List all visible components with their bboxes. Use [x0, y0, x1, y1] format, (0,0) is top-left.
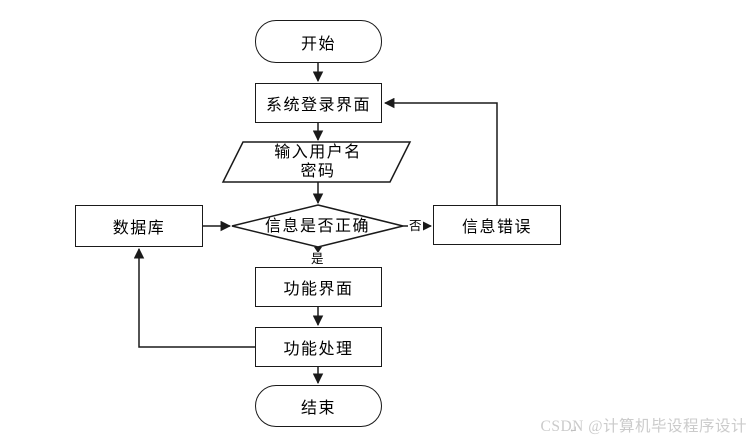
node-login-screen: 系统登录界面: [255, 83, 382, 123]
node-input-credentials-line2: 密码: [300, 163, 336, 180]
edge-funcproc-database: [133, 247, 255, 348]
edge-label-yes: 是: [310, 252, 325, 267]
csdn-watermark: CSDN @计算机毕设程序设计: [540, 418, 747, 435]
node-start: 开始: [255, 20, 382, 63]
node-function-ui-label: 功能界面: [283, 281, 354, 298]
node-function-process: 功能处理: [255, 327, 382, 367]
node-info-error-label: 信息错误: [461, 219, 532, 236]
node-decision-label: 信息是否正确: [264, 218, 370, 235]
return-mark-glyph: ↵: [569, 425, 578, 436]
node-start-label: 开始: [300, 35, 336, 53]
node-decision-info-correct: 信息是否正确: [232, 218, 403, 235]
edge-error-login: [383, 97, 498, 205]
node-database: 数据库: [75, 205, 203, 247]
node-input-credentials: 输入用户名 密码: [248, 143, 388, 181]
node-function-ui: 功能界面: [255, 267, 382, 307]
node-function-process-label: 功能处理: [283, 341, 354, 358]
node-info-error: 信息错误: [433, 205, 561, 245]
node-input-credentials-line1: 输入用户名: [274, 144, 362, 161]
node-database-label: 数据库: [112, 220, 166, 237]
node-end: 结束: [255, 385, 382, 427]
decision-diamond-shape: [231, 204, 404, 248]
node-end-label: 结束: [300, 400, 336, 417]
edge-label-no: 否: [408, 219, 423, 234]
node-login-screen-label: 系统登录界面: [265, 97, 371, 114]
yes-mini-arrowhead: [314, 247, 322, 253]
input-parallelogram-shape: [221, 141, 412, 183]
